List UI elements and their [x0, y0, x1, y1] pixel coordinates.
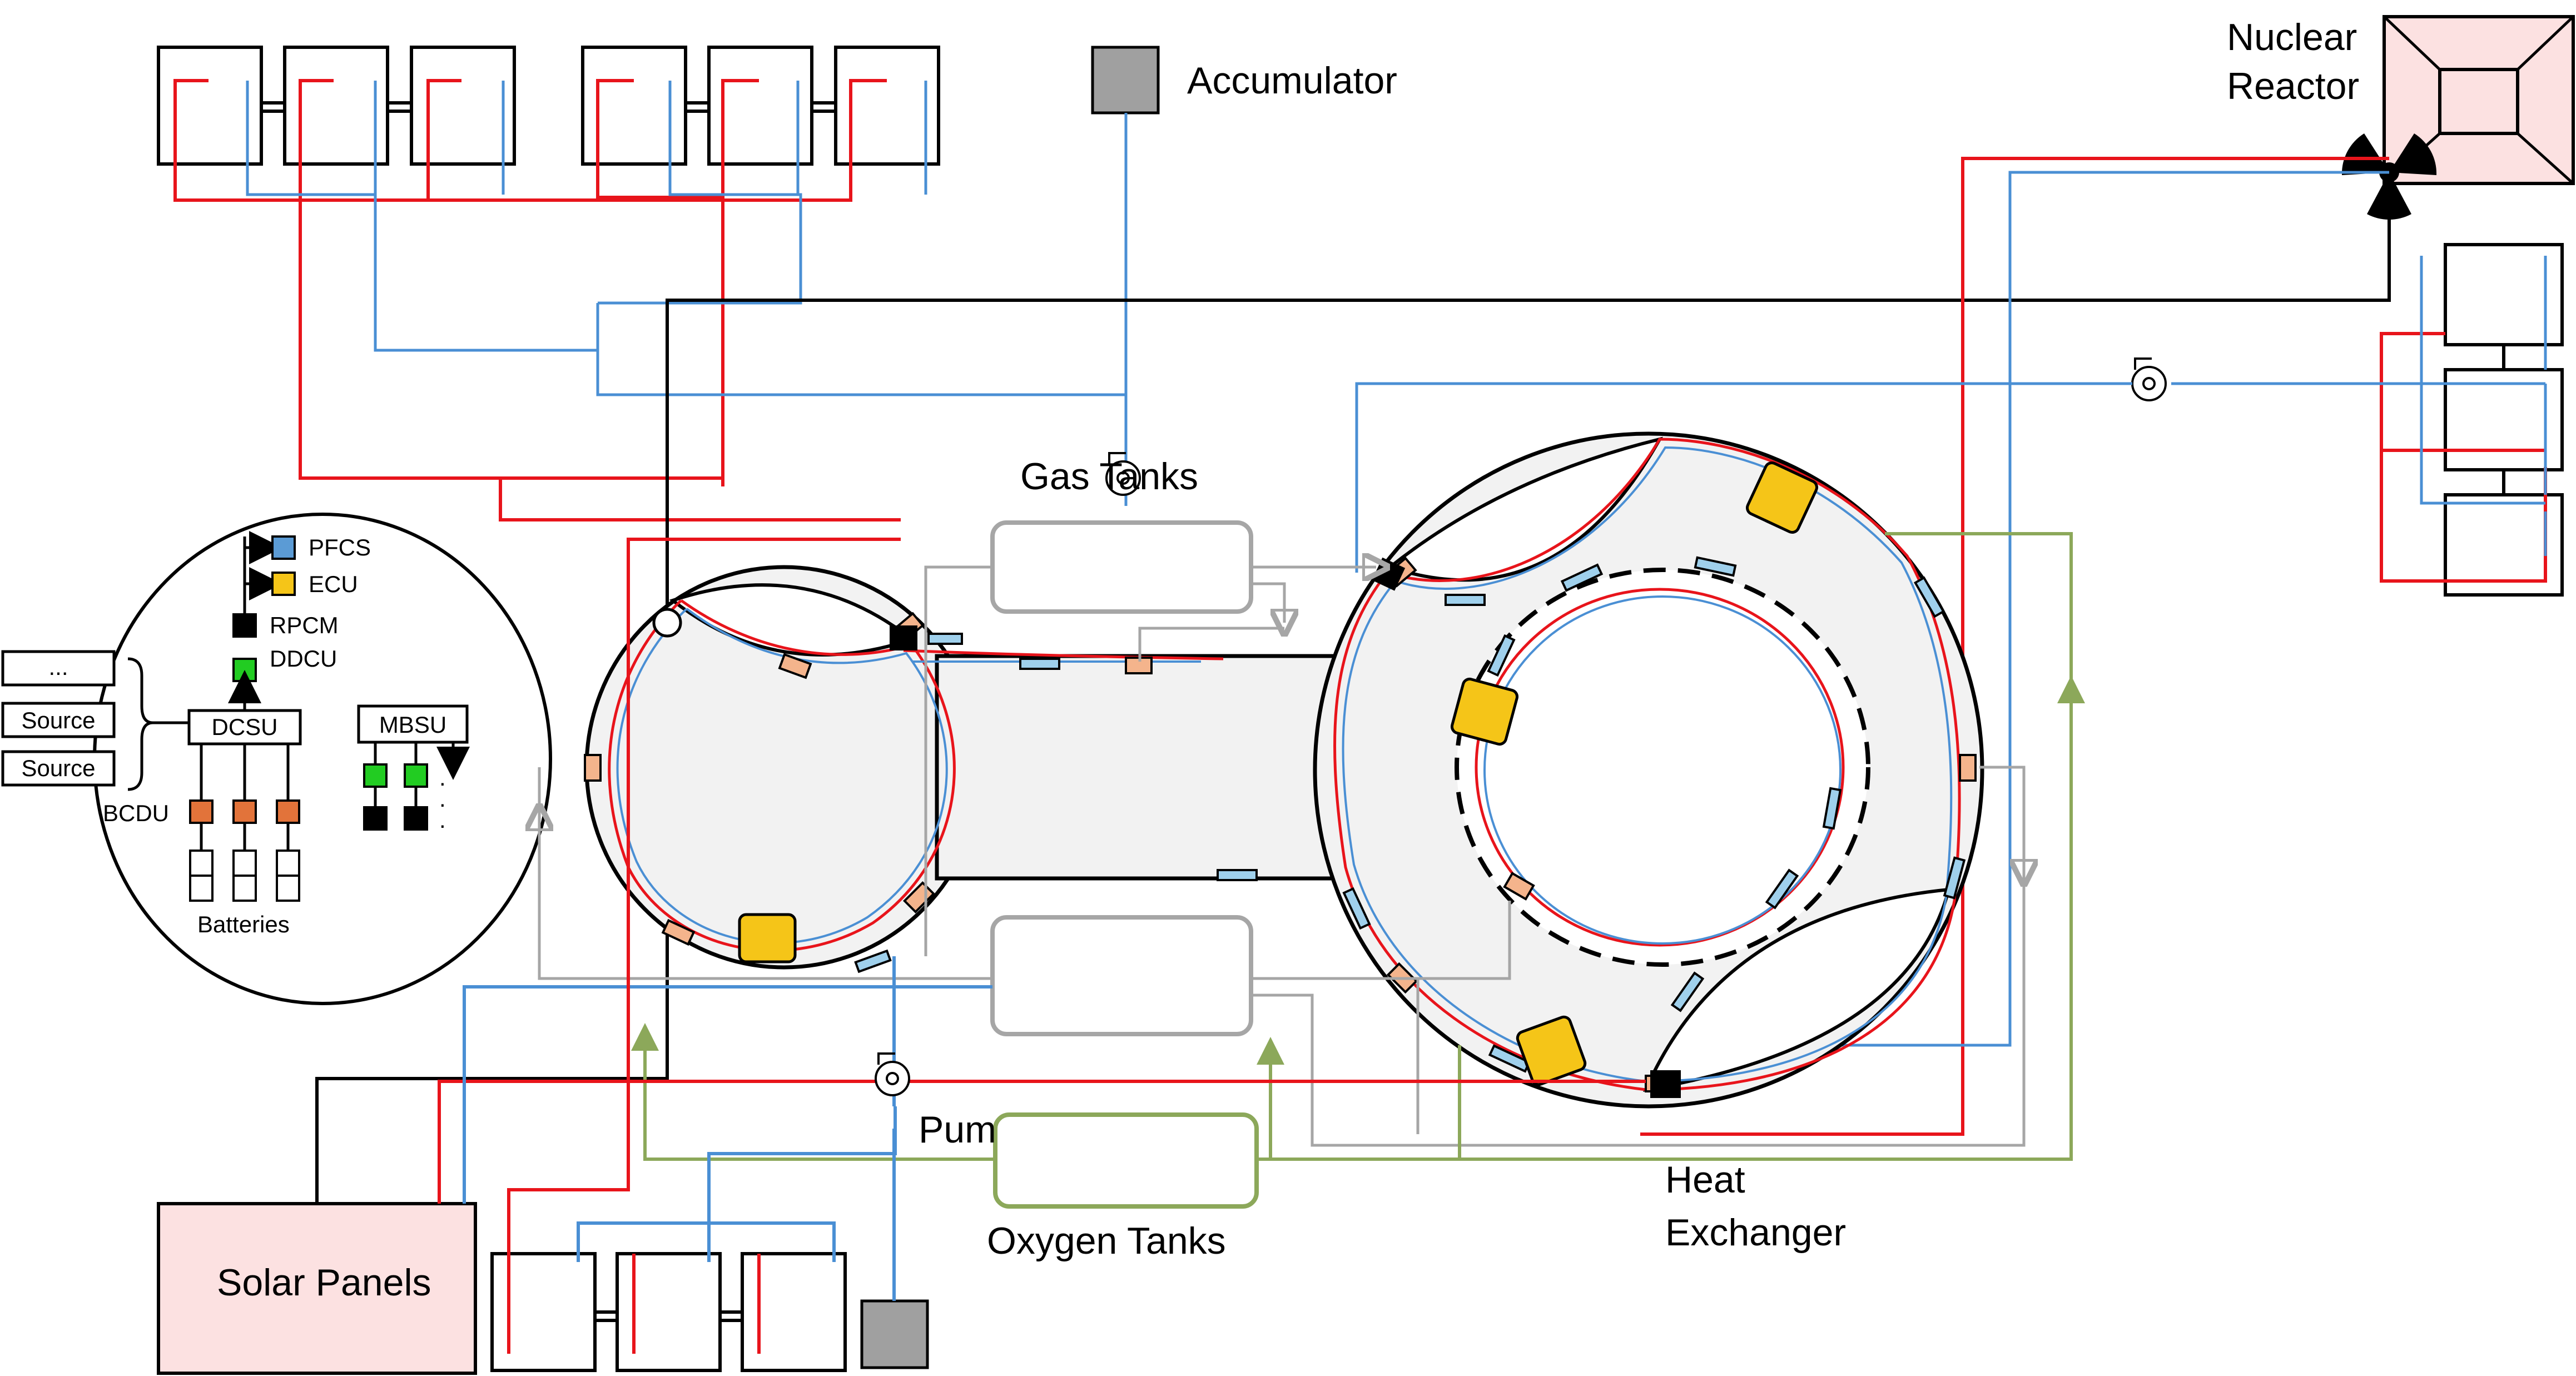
legend-rpcm-label: RPCM [270, 612, 339, 638]
solar-array-top-left [157, 46, 516, 166]
heat-exchanger-label-line1: Heat [1665, 1159, 1745, 1201]
ecu-units [738, 461, 1818, 1086]
inner-power-ring [1475, 588, 1845, 947]
nuclear-reactor-label-line2: Reactor [2227, 65, 2360, 107]
legend-dcsu-label: DCSU [211, 714, 278, 740]
pump-label: Pum [919, 1109, 996, 1151]
inner-coolant-ring [1483, 595, 1842, 945]
bottom-radiator-array [490, 1252, 847, 1372]
gas-tank-upper [990, 520, 1253, 614]
gas-pump-icon [1105, 452, 1141, 496]
coolant-to-right-pump [1355, 382, 2132, 573]
solar-panels-wiring [438, 985, 1646, 1204]
truss-hub-circle [652, 608, 682, 638]
bottom-accumulator-box [860, 1299, 929, 1369]
legend-mbsu-label: MBSU [379, 712, 447, 738]
accumulator-box [1091, 46, 1160, 115]
heat-exchanger-label-line2: Exchanger [1665, 1211, 1847, 1254]
radiator-coolant-wiring [2171, 256, 2547, 556]
bottom-array-wiring [507, 538, 901, 1354]
solar-panels-box [157, 1202, 477, 1375]
solar-array-top-middle [581, 46, 940, 166]
coolant-segments [854, 556, 1966, 1073]
legend-ecu-label: ECU [309, 571, 358, 597]
power-legend [1, 513, 552, 1005]
legend-vertical-dots: . . . [439, 764, 446, 833]
coolant-wiring-top [246, 81, 1126, 396]
legend-ellipsis-box-label: ... [48, 654, 68, 680]
inner-dashed-ring [1455, 568, 1870, 967]
module-power-loops [608, 438, 1961, 1091]
oxygen-tanks-label: Oxygen Tanks [987, 1220, 1226, 1262]
connector-corridor [935, 654, 1339, 881]
legend-source-1-label: Source [21, 707, 96, 733]
pump-icon [875, 1052, 910, 1096]
oxygen-arrows [631, 675, 2085, 1065]
structural-truss-line [666, 167, 2391, 620]
legend-ddcu-label: DDCU [270, 645, 337, 672]
gas-lines [539, 567, 2024, 1147]
legend-batteries-label: Batteries [197, 911, 290, 937]
nuclear-reactor-label-line1: Nuclear [2227, 16, 2357, 58]
power-wiring-top [173, 79, 901, 521]
legend-source-2-label: Source [21, 755, 96, 781]
legend-bcdu-label: BCDU [103, 800, 170, 826]
gas-tanks-label: Gas Tanks [1020, 455, 1199, 498]
legend-pfcs-label: PFCS [309, 534, 371, 560]
right-pump-icon [2131, 357, 2167, 401]
node-markers [584, 557, 1977, 1092]
accumulator-label: Accumulator [1187, 59, 1397, 102]
radiator-panels-right [2444, 243, 2564, 597]
reactor-power-loop [1640, 157, 2389, 1136]
oxygen-tank [993, 1112, 1259, 1209]
solar-panels-label: Solar Panels [217, 1261, 431, 1304]
gas-tank-lower [990, 915, 1253, 1036]
